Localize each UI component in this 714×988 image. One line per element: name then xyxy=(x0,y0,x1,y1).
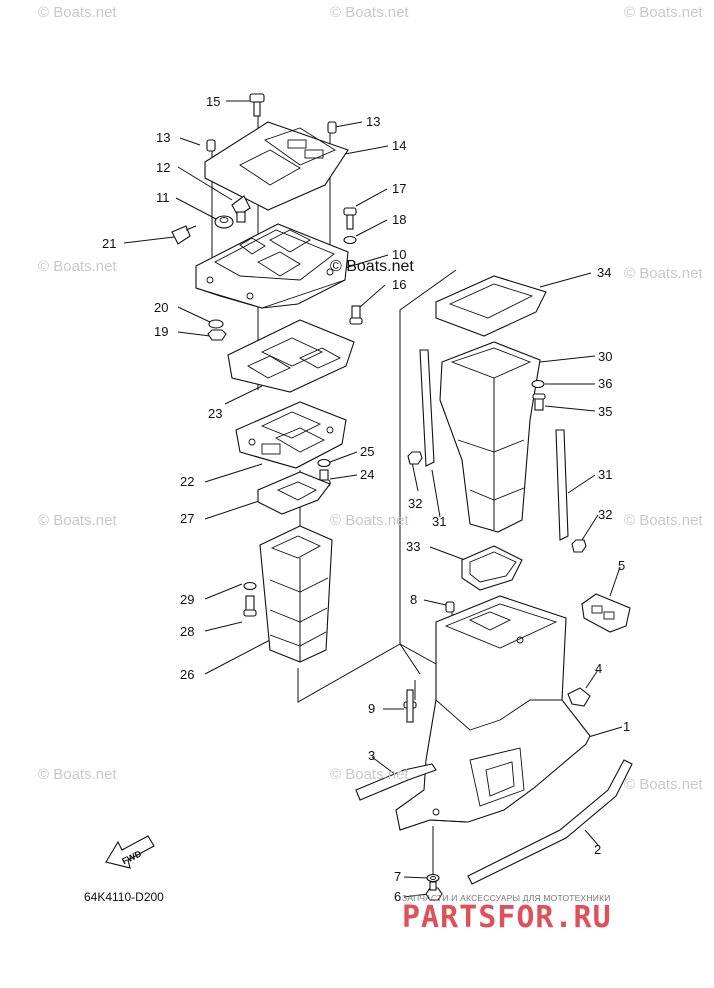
callout-34: 34 xyxy=(597,265,612,280)
part-30-muffler xyxy=(439,341,541,533)
watermark: © Boats.net xyxy=(624,4,703,21)
callout-30: 30 xyxy=(598,349,613,364)
part-34-gasket xyxy=(435,275,547,337)
callout-35: 35 xyxy=(598,404,613,419)
part-10-exhaust-guide xyxy=(195,223,349,309)
part-22-exhaust-manifold xyxy=(235,401,347,469)
part-13-dowel-right xyxy=(327,121,337,134)
part-29-washer xyxy=(243,581,257,591)
part-26-exhaust-pipe xyxy=(259,525,333,663)
callout-13: 13 xyxy=(366,114,381,129)
part-20-washer xyxy=(208,319,224,329)
callout-14: 14 xyxy=(392,138,407,153)
callout-13: 13 xyxy=(156,130,171,145)
watermark: © Boats.net xyxy=(330,4,409,21)
part-32-nut-left xyxy=(407,451,423,465)
callout-36: 36 xyxy=(598,376,613,391)
part-16-bolt xyxy=(349,305,363,325)
watermark: © Boats.net xyxy=(624,776,703,793)
callout-23: 23 xyxy=(208,406,223,421)
watermark: © Boats.net xyxy=(624,512,703,529)
callout-27: 27 xyxy=(180,511,195,526)
part-18-washer xyxy=(343,235,357,245)
callout-4: 4 xyxy=(595,661,603,676)
fwd-arrow-icon: FWD xyxy=(105,835,155,869)
part-19-nut xyxy=(207,329,227,341)
part-11-grommet xyxy=(214,215,234,229)
leader-lines xyxy=(123,100,623,898)
callout-28: 28 xyxy=(180,624,195,639)
part-32-nut-right xyxy=(571,539,587,553)
part-28-bolt xyxy=(243,595,257,617)
callout-10: 10 xyxy=(392,247,407,262)
diagram-code: 64K4110-D200 xyxy=(84,890,164,904)
callout-7: 7 xyxy=(394,869,402,884)
part-31-seal-left xyxy=(419,349,435,467)
part-3-strip xyxy=(355,763,437,801)
part-2-strip xyxy=(467,759,633,885)
part-4-plug xyxy=(567,687,591,707)
part-1-upper-casing xyxy=(395,595,591,831)
callout-31: 31 xyxy=(432,514,447,529)
callout-22: 22 xyxy=(180,474,195,489)
part-23-gasket xyxy=(227,319,355,393)
part-15-bolt xyxy=(249,93,265,117)
part-8-dowel xyxy=(445,601,455,613)
callout-25: 25 xyxy=(360,444,375,459)
callout-17: 17 xyxy=(392,181,407,196)
watermark: © Boats.net xyxy=(38,512,117,529)
callout-1: 1 xyxy=(623,719,631,734)
callout-32: 32 xyxy=(598,507,613,522)
callout-2: 2 xyxy=(594,842,602,857)
part-25-washer xyxy=(317,458,331,468)
watermark: © Boats.net xyxy=(330,766,409,783)
ad-logo: PARTSFOR.RU xyxy=(402,900,612,935)
watermark: © Boats.net xyxy=(624,265,703,282)
callout-16: 16 xyxy=(392,277,407,292)
callout-29: 29 xyxy=(180,592,195,607)
callout-8: 8 xyxy=(410,592,418,607)
watermark: © Boats.net xyxy=(330,258,414,275)
callout-33: 33 xyxy=(406,539,421,554)
callout-21: 21 xyxy=(102,236,117,251)
callout-18: 18 xyxy=(392,212,407,227)
part-5-rubber-damper xyxy=(581,593,631,633)
part-14-upper-gasket xyxy=(204,121,349,211)
callout-24: 24 xyxy=(360,467,375,482)
callout-11: 11 xyxy=(156,190,170,205)
callout-12: 12 xyxy=(156,160,171,175)
part-13-dowel-left xyxy=(206,139,216,152)
callout-5: 5 xyxy=(618,558,626,573)
part-21-hose-joint xyxy=(171,225,197,245)
part-31-seal-right xyxy=(555,429,569,541)
watermark: © Boats.net xyxy=(38,4,117,21)
callout-31: 31 xyxy=(598,467,613,482)
callout-19: 19 xyxy=(154,324,169,339)
part-33-seal xyxy=(461,545,523,591)
callout-6: 6 xyxy=(394,889,402,904)
callout-3: 3 xyxy=(368,748,376,763)
watermark: © Boats.net xyxy=(330,512,409,529)
part-7-washer xyxy=(426,873,440,883)
callout-32: 32 xyxy=(408,496,423,511)
ad-tagline: ЗАПЧАСТИ И АКСЕССУАРЫ ДЛЯ МОТОТЕХНИКИ xyxy=(402,893,611,903)
part-6-bolt xyxy=(425,881,443,901)
part-17-bolt xyxy=(343,207,357,230)
part-9-bolt xyxy=(403,689,417,723)
callout-26: 26 xyxy=(180,667,195,682)
watermark: © Boats.net xyxy=(38,258,117,275)
watermark: © Boats.net xyxy=(38,766,117,783)
part-12-sensor xyxy=(231,195,251,223)
part-36-washer xyxy=(531,379,545,389)
callout-20: 20 xyxy=(154,300,169,315)
callout-9: 9 xyxy=(368,701,376,716)
callout-15: 15 xyxy=(206,94,221,109)
part-35-bolt xyxy=(532,393,546,411)
part-27-gasket xyxy=(257,471,331,515)
